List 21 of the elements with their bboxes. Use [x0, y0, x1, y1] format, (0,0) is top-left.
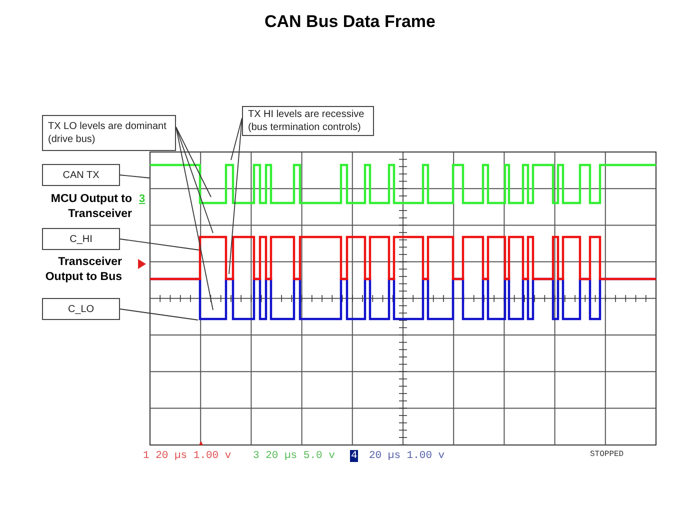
leader-line [230, 118, 242, 160]
leader-line [228, 118, 242, 274]
scope-readout: 1 20 µs 1.00 v [143, 450, 232, 462]
scope-readout: 20 µs 1.00 v [369, 450, 445, 462]
channel-number: 4 [350, 450, 358, 462]
title: CAN Bus Data Frame [264, 12, 436, 32]
scope-readout: STOPPED [590, 450, 624, 459]
channel-description: Transceiver Output to Bus [44, 255, 122, 285]
signal-label-box: CAN TX [42, 164, 120, 186]
scope-readout: 3 20 µs 5.0 v [253, 450, 335, 462]
callout-box: TX HI levels are recessive (bus termination controls) [242, 106, 374, 136]
leader-line [176, 126, 212, 198]
signal-label-box: C_LO [42, 298, 120, 320]
channel-description: MCU Output to Transceiver [50, 192, 132, 222]
leader-line [120, 174, 150, 178]
leader-line [120, 238, 200, 250]
signal-label-box: C_HI [42, 228, 120, 250]
callout-box: TX LO levels are dominant (drive bus) [42, 115, 176, 151]
channel-marker: 3 [139, 193, 146, 205]
leader-line [120, 308, 198, 320]
leader-line [176, 126, 214, 234]
